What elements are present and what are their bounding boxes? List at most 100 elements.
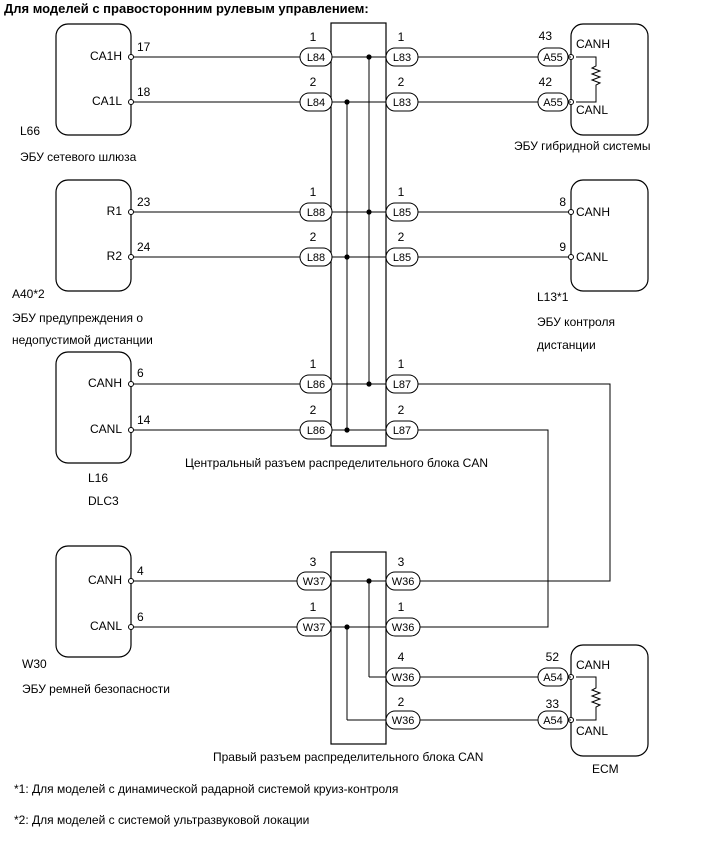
right-row-1-right-num: 3 — [398, 555, 405, 569]
central-row-5: L86 1 L87 1 — [299, 357, 419, 394]
central-row-2-left-num: 2 — [310, 75, 317, 89]
right-row-4-right-num: 2 — [398, 695, 405, 709]
right-can-junction-block — [330, 551, 387, 745]
central-row-3: L88 1 L85 1 — [299, 185, 419, 222]
central-row-6-left: L86 — [307, 425, 325, 437]
seatbelt-name: ЭБУ ремней безопасности — [22, 682, 170, 696]
right-row-2-left-num: 1 — [310, 600, 317, 614]
ecm-pin2-label: CANL — [576, 724, 608, 738]
dlc3-pin1-number: 6 — [137, 366, 144, 380]
seatbelt-pin2-label: CANL — [90, 619, 122, 633]
right-row-2-right: W36 — [392, 622, 415, 634]
central-row-4-left-num: 2 — [310, 230, 317, 244]
ecm-termination-resistor — [576, 676, 602, 721]
central-row-5-right-num: 1 — [398, 357, 405, 371]
right-row-1-left: W37 — [303, 576, 326, 588]
central-row-3-left-num: 1 — [310, 185, 317, 199]
prewarn-pin1-label: R1 — [107, 204, 123, 218]
right-row-2-left: W37 — [303, 622, 326, 634]
ecm-pin2-number: 33 — [546, 697, 560, 711]
right-block-label: Правый разъем распределительного блока C… — [213, 750, 483, 764]
right-row-4-right: W36 — [392, 715, 415, 727]
central-row-5-right: L87 — [393, 379, 411, 391]
central-row-1-right: L83 — [393, 52, 411, 64]
central-row-5-left-num: 1 — [310, 357, 317, 371]
hybrid-connector-a55-1 — [537, 47, 569, 67]
right-row-4: W36 2 — [347, 695, 421, 730]
central-block-label: Центральный разъем распределительного бл… — [185, 456, 488, 470]
hybrid-connector-label-1: A55 — [543, 52, 563, 64]
ecm-connector-a54-1 — [537, 667, 569, 687]
seatbelt-pin1-number: 4 — [137, 564, 144, 578]
ecm-pin1-number: 52 — [546, 650, 560, 664]
distance-ecu-box — [570, 179, 649, 292]
dlc3-pin2-number: 14 — [137, 413, 151, 427]
ecm-connector-a54-2 — [537, 710, 569, 730]
central-row-2-right-num: 2 — [398, 75, 405, 89]
seatbelt-pin2-number: 6 — [137, 610, 144, 624]
gateway-pin2-number: 18 — [137, 85, 151, 99]
central-row-1-left-num: 1 — [310, 30, 317, 44]
prewarn-ecu-box — [55, 179, 132, 292]
distance-pin2-number: 9 — [559, 240, 566, 254]
central-row-1-right-num: 1 — [398, 30, 405, 44]
footnote-1: *1: Для моделей с динамической радарной … — [14, 782, 398, 796]
prewarn-code: A40*2 — [12, 287, 45, 301]
gateway-pin1-number: 17 — [137, 40, 151, 54]
central-row-6-left-num: 2 — [310, 403, 317, 417]
central-row-3-right: L85 — [393, 207, 411, 219]
prewarn-pin2-label: R2 — [107, 249, 123, 263]
right-row-3-right: W36 — [392, 672, 415, 684]
distance-pin2-label: CANL — [576, 250, 608, 264]
central-row-6-right-num: 2 — [398, 403, 405, 417]
dlc3-name: DLC3 — [88, 494, 119, 508]
hybrid-pin1-label: CANH — [576, 37, 610, 51]
hybrid-pin2-number: 42 — [539, 75, 553, 89]
ecm-connector-label-1: A54 — [543, 672, 563, 684]
ecm-box — [570, 644, 649, 757]
central-row-4-left: L88 — [307, 252, 325, 264]
hybrid-ecu-box — [570, 23, 649, 136]
right-row-3: W36 4 — [369, 650, 421, 687]
right-row-3-right-num: 4 — [398, 650, 405, 664]
prewarn-name-line1: ЭБУ предупреждения о — [12, 311, 143, 325]
right-row-2: W37 1 W36 1 — [296, 600, 421, 637]
central-row-3-right-num: 1 — [398, 185, 405, 199]
central-row-2: L84 2 L83 2 — [299, 75, 419, 112]
central-row-4: L88 2 L85 2 — [299, 230, 419, 267]
central-row-3-left: L88 — [307, 207, 325, 219]
hybrid-termination-resistor — [576, 56, 602, 103]
gateway-pin1-label: CA1H — [90, 49, 122, 63]
seatbelt-code: W30 — [22, 657, 47, 671]
ecm-pin1-label: CANH — [576, 658, 610, 672]
central-can-junction-block — [330, 22, 387, 447]
dlc3-pin2-label: CANL — [90, 422, 122, 436]
prewarn-pin2-number: 24 — [137, 240, 151, 254]
central-row-1-left: L84 — [307, 52, 325, 64]
hybrid-connector-a55-2 — [537, 92, 569, 112]
dlc3-code: L16 — [88, 471, 108, 485]
hybrid-name: ЭБУ гибридной системы — [514, 139, 650, 153]
seatbelt-pin1-label: CANH — [88, 573, 122, 587]
distance-code: L13*1 — [537, 290, 569, 304]
distance-name-line2: дистанции — [537, 338, 596, 352]
page-title: Для моделей с правосторонним рулевым упр… — [4, 1, 369, 16]
hybrid-pin1-number: 43 — [539, 29, 553, 43]
footnote-2: *2: Для моделей с системой ультразвуково… — [14, 813, 309, 827]
distance-name-line1: ЭБУ контроля — [537, 315, 615, 329]
central-row-4-right-num: 2 — [398, 230, 405, 244]
seatbelt-ecu-box — [55, 545, 132, 658]
distance-pin1-label: CANH — [576, 205, 610, 219]
central-row-6-right: L87 — [393, 425, 411, 437]
central-row-5-left: L86 — [307, 379, 325, 391]
central-row-2-left: L84 — [307, 97, 325, 109]
central-row-4-right: L85 — [393, 252, 411, 264]
gateway-code: L66 — [20, 124, 40, 138]
ecm-connector-label-2: A54 — [543, 715, 563, 727]
dlc3-box — [55, 351, 132, 464]
central-row-6: L86 2 L87 2 — [299, 403, 419, 440]
prewarn-name-line2: недопустимой дистанции — [12, 333, 153, 347]
right-row-1: W37 3 W36 3 — [296, 555, 421, 591]
distance-pin1-number: 8 — [559, 195, 566, 209]
